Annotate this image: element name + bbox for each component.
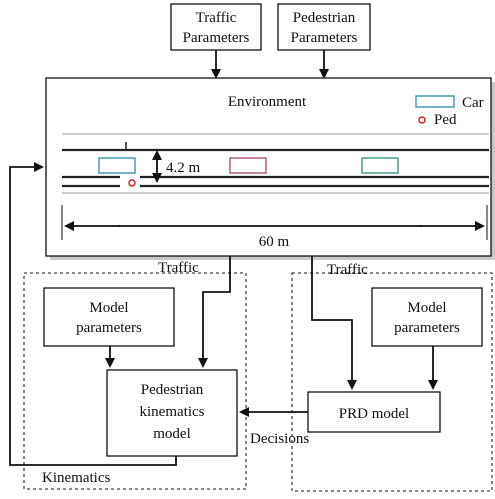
kinematics-group-region: [23, 272, 247, 490]
traffic-parameters-box: Traffic Parameters: [170, 3, 262, 51]
legend-car-icon: [415, 95, 455, 108]
lane-width-label: 4.2 m: [166, 160, 201, 176]
car-3: [361, 157, 399, 174]
model-parameters-left-line2: parameters: [76, 320, 142, 336]
pedestrian-kinematics-model-box: Pedestrian kinematics model: [106, 369, 238, 457]
environment-title: Environment: [228, 94, 307, 110]
pedestrian-parameters-box: Pedestrian Parameters: [277, 3, 371, 51]
model-parameters-right-line2: parameters: [394, 320, 460, 336]
traffic-parameters-line2: Parameters: [183, 30, 250, 46]
legend-ped-label: Ped: [434, 112, 457, 128]
model-parameters-right-line1: Model: [407, 300, 446, 316]
kinematics-model-line1: Pedestrian: [141, 382, 204, 398]
environment-box: Environment Car Ped 4.2 m 60 m: [45, 77, 492, 257]
traffic-to-prd-arrow: [311, 256, 357, 390]
car-1: [98, 157, 136, 174]
prd-model-label: PRD model: [339, 406, 409, 422]
prd-model-box: PRD model: [307, 391, 441, 433]
legend-car-label: Car: [462, 95, 484, 111]
model-parameters-left-line1: Model: [89, 300, 128, 316]
kinematics-label: Kinematics: [42, 470, 110, 486]
traffic-label-left: Traffic: [158, 260, 199, 276]
pedestrian-parameters-line1: Pedestrian: [293, 10, 356, 26]
prd-group-region: [291, 272, 493, 492]
pedestrian-parameters-line2: Parameters: [291, 30, 358, 46]
kinematics-model-line3: model: [153, 426, 191, 442]
road-length-label: 60 m: [259, 234, 290, 250]
traffic-parameters-line1: Traffic: [196, 10, 237, 26]
car-2: [229, 157, 267, 174]
model-parameters-right-box: Model parameters: [371, 287, 483, 347]
traffic-to-kinematics-arrow: [198, 256, 231, 368]
kinematics-model-line2: kinematics: [140, 404, 205, 420]
kinematics-feedback-arrow: [9, 162, 177, 466]
pedestrian-marker: [128, 179, 136, 187]
model-parameters-left-box: Model parameters: [43, 287, 175, 347]
legend-ped-icon: [418, 116, 426, 124]
decisions-label: Decisions: [250, 431, 309, 447]
traffic-label-right: Traffic: [327, 262, 368, 278]
